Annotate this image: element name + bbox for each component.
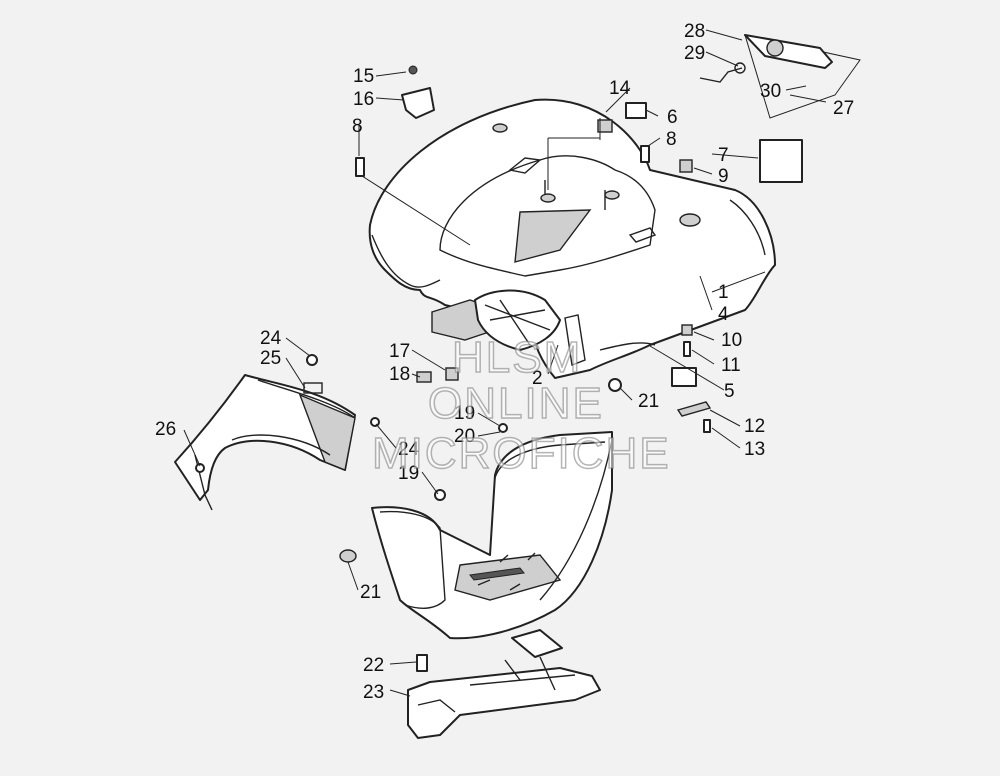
callout-25: 25 bbox=[260, 348, 281, 369]
hardware-items bbox=[195, 65, 803, 672]
tail-light-assembly bbox=[699, 34, 861, 119]
watermark-line2: ONLINE bbox=[428, 379, 604, 428]
callout-13: 13 bbox=[744, 439, 765, 460]
callout-19-upper: 19 bbox=[454, 403, 475, 424]
callout-9: 9 bbox=[718, 166, 729, 187]
callout-21-right: 21 bbox=[638, 391, 659, 412]
callout-4: 4 bbox=[718, 304, 729, 325]
callout-20: 20 bbox=[454, 426, 475, 447]
callout-29: 29 bbox=[684, 43, 705, 64]
callout-15: 15 bbox=[353, 66, 374, 87]
callout-26: 26 bbox=[155, 419, 176, 440]
callout-6: 6 bbox=[667, 107, 678, 128]
callout-28: 28 bbox=[684, 21, 705, 42]
callout-8-right: 8 bbox=[666, 129, 677, 150]
rack-bracket bbox=[407, 629, 601, 739]
callout-23: 23 bbox=[363, 682, 384, 703]
footwell-panel bbox=[371, 431, 613, 640]
callout-8-left: 8 bbox=[352, 116, 363, 137]
callout-14: 14 bbox=[609, 78, 631, 99]
callout-22: 22 bbox=[363, 655, 384, 676]
callout-7: 7 bbox=[718, 145, 729, 166]
watermark-line1: HLSM bbox=[452, 333, 582, 382]
callout-18: 18 bbox=[389, 364, 410, 385]
callout-10: 10 bbox=[721, 330, 742, 351]
callout-2: 2 bbox=[532, 368, 543, 389]
callout-12: 12 bbox=[744, 416, 765, 437]
callout-19-lower: 19 bbox=[398, 463, 419, 484]
callout-30: 30 bbox=[760, 81, 781, 102]
callout-16: 16 bbox=[353, 89, 374, 110]
callout-5: 5 bbox=[724, 381, 735, 402]
callout-1: 1 bbox=[718, 282, 729, 303]
callout-labels: 28 29 30 27 14 6 15 16 8 8 7 9 1 4 10 11… bbox=[155, 21, 854, 703]
watermark-line3: MICROFICHE bbox=[372, 429, 671, 478]
left-side-panel bbox=[174, 374, 356, 511]
callout-24-upper: 24 bbox=[260, 328, 282, 349]
leader-lines bbox=[183, 29, 827, 697]
rear-fender bbox=[368, 98, 776, 379]
callout-21-lower: 21 bbox=[360, 582, 381, 603]
callout-27: 27 bbox=[833, 98, 854, 119]
watermark: HLSM ONLINE MICROFICHE bbox=[371, 332, 671, 479]
callout-17: 17 bbox=[389, 341, 410, 362]
callout-24-lower: 24 bbox=[398, 439, 420, 460]
callout-11: 11 bbox=[721, 355, 741, 376]
